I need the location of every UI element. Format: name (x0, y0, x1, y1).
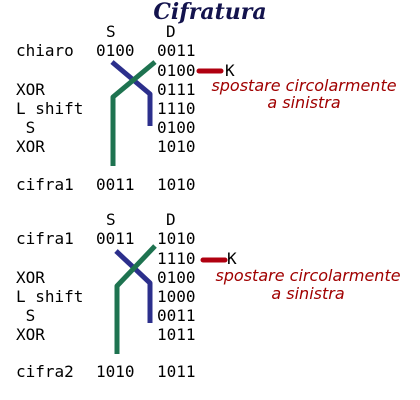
d-value: 1010 (157, 229, 196, 248)
note-line-1b: a sinistra (267, 93, 341, 112)
row-label: cifra2 (16, 362, 74, 381)
d-value: 1011 (157, 362, 196, 381)
d-value: 1010 (157, 137, 196, 156)
note-line-2b: a sinistra (271, 284, 345, 303)
d-value: 1000 (157, 287, 196, 306)
s-value: 0100 (96, 41, 135, 60)
row-label: XOR (16, 268, 45, 287)
row-label: chiaro (16, 41, 74, 60)
d-value: 0100 (157, 61, 196, 80)
flow-line-left-to-right-1 (110, 60, 153, 126)
d-value: 1110 (157, 249, 196, 268)
d-value: 0011 (157, 41, 196, 60)
row-label: XOR (16, 325, 45, 344)
s-value: 0011 (96, 229, 135, 248)
row-label: cifra1 (16, 229, 74, 248)
row-label: cifra1 (16, 175, 74, 194)
d-value: 0011 (157, 306, 196, 325)
page-title: Cifratura (153, 0, 267, 25)
row-label: S (16, 118, 36, 137)
d-value: 1110 (157, 99, 196, 118)
row-label: L shift (16, 99, 84, 118)
row-label: S (16, 306, 36, 325)
d-value: 1011 (157, 325, 196, 344)
row-label: XOR (16, 80, 45, 99)
key-label-2: K (227, 249, 237, 268)
s-value: 0011 (96, 175, 135, 194)
d-value: 1010 (157, 175, 196, 194)
row-label: L shift (16, 287, 84, 306)
note-line-2a: spostare circolarmente (215, 266, 401, 285)
column-header-d-2: D (166, 210, 176, 229)
column-header-d-1: D (166, 22, 176, 41)
column-header-s-1: S (106, 22, 116, 41)
flow-line-right-to-left-1 (110, 60, 157, 166)
d-value: 0100 (157, 118, 196, 137)
d-value: 0100 (157, 268, 196, 287)
s-value: 1010 (96, 362, 135, 381)
row-label: XOR (16, 137, 45, 156)
note-line-1a: spostare circolarmente (211, 76, 397, 95)
flow-line-right-to-left-2 (114, 244, 157, 354)
column-header-s-2: S (106, 210, 116, 229)
d-value: 0111 (157, 80, 196, 99)
flow-line-left-to-right-2 (114, 249, 153, 323)
key-label-1: K (225, 61, 235, 80)
